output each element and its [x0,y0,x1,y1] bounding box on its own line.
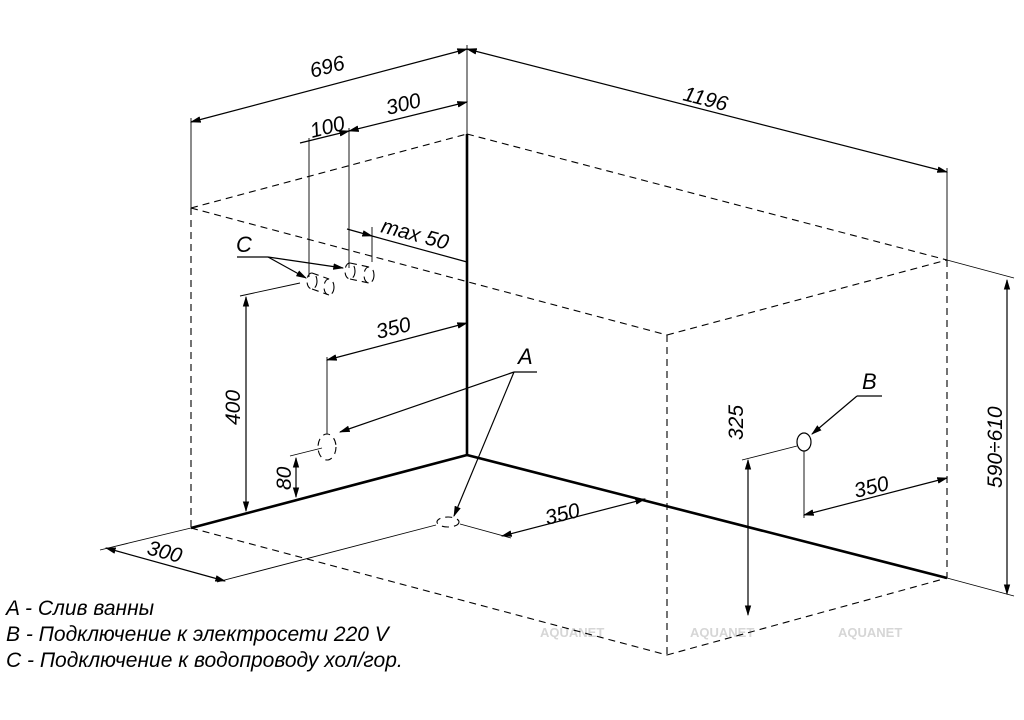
electrical-group: B 325 350 [725,369,949,617]
dim-line-300-top [347,101,469,132]
dim-100: 100 [308,112,348,143]
dim-max50: max 50 [379,215,452,255]
dim-350-floor: 350 [543,499,583,530]
dim-line-1196 [465,48,949,173]
drain-hole [436,516,460,528]
dim-325: 325 [725,405,748,440]
dim-line-300-bottom [104,547,227,582]
top-dimensions: 696 1196 300 100 max 50 [189,45,949,277]
legend-item-a: A - Слив ванны [6,597,155,620]
overflow-outlet [317,433,337,461]
height-dimension: 590÷610 [946,259,1015,597]
electric-outlet [796,432,812,452]
dim-590-610: 590÷610 [984,406,1007,488]
dim-1196: 1196 [681,83,731,117]
watermark-group: AQUANET AQUANET AQUANET [540,625,902,640]
dim-line-350-right [802,477,949,516]
dim-80: 80 [273,466,296,490]
dim-300-top: 300 [384,89,424,120]
pipe-hot [344,262,356,280]
legend: A - Слив ванны B - Подключение к электро… [6,596,403,674]
dim-400: 400 [222,390,245,425]
watermark-1: AQUANET [540,625,604,640]
dim-line-350-wall [325,322,469,361]
floor-dimensions: 350 300 [99,497,657,583]
pipe-cold [306,272,318,290]
dim-696: 696 [307,51,347,82]
dim-350-right: 350 [852,472,892,503]
dim-300-bottom: 300 [145,537,185,568]
bath-outline [190,133,948,656]
marker-a: A [516,344,533,369]
dim-line-350-floor [500,498,647,537]
room-walls [190,134,948,580]
dim-line-696 [189,48,469,123]
marker-b: B [862,369,877,394]
drain-group: A [338,344,537,528]
watermark-2: AQUANET [690,625,754,640]
dim-line-max50 [371,235,468,263]
water-connections: C [236,232,375,296]
legend-item-b: B - Подключение к электросети 220 V [6,623,389,646]
left-wall-dimensions: 400 80 350 [222,282,469,513]
legend-item-c: C - Подключение к водопроводу хол/гор. [6,649,403,672]
floor-left-edge [190,453,468,530]
floor-right-edge [466,453,948,580]
marker-c: C [236,232,252,257]
watermark-3: AQUANET [838,625,902,640]
